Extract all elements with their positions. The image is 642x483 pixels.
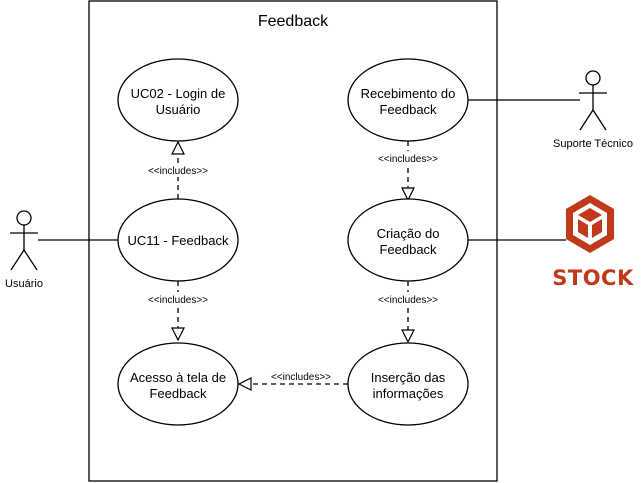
include-label-feedback-acesso: <<includes>> [148,295,208,306]
svg-text:UC11 - Feedback: UC11 - Feedback [128,233,229,248]
use-case-feedback: UC11 - Feedback [117,198,239,282]
stock-logo: STOCK [552,195,634,290]
actor-suporte-tecnico [579,70,607,131]
use-case-recebimento-line1: Recebimento do [361,86,456,101]
actor-usuario-head [16,210,32,226]
use-case-feedback-line1: UC11 - Feedback [128,233,229,248]
use-case-acesso-line2: Feedback [149,386,207,401]
include-label-insercao-acesso: <<includes>> [271,372,331,383]
use-case-criacao-line2: Feedback [379,242,437,257]
use-case-login-line1: UC02 - Login de [131,86,226,101]
include-label-criacao-insercao: <<includes>> [378,295,438,306]
system-boundary [88,0,498,482]
use-case-login-line2: Usuário [156,102,201,117]
system-title: Feedback [258,13,329,30]
actor-usuario-label: Usuário [5,278,43,290]
actor-suporte-head [585,70,601,86]
use-case-acesso-line1: Acesso à tela de [130,370,226,385]
use-case-insercao-line2: informações [373,386,444,401]
use-case-criacao-line1: Criação do [377,226,440,241]
include-label-feedback-login: <<includes>> [148,166,208,177]
use-case-recebimento-line2: Feedback [379,102,437,117]
stock-logo-text: STOCK [552,266,634,290]
actor-usuario [10,210,38,271]
use-case-insercao-line1: Inserção das [371,370,446,385]
actor-suporte-label: Suporte Técnico [553,138,633,150]
include-label-recebimento-criacao: <<includes>> [378,154,438,165]
